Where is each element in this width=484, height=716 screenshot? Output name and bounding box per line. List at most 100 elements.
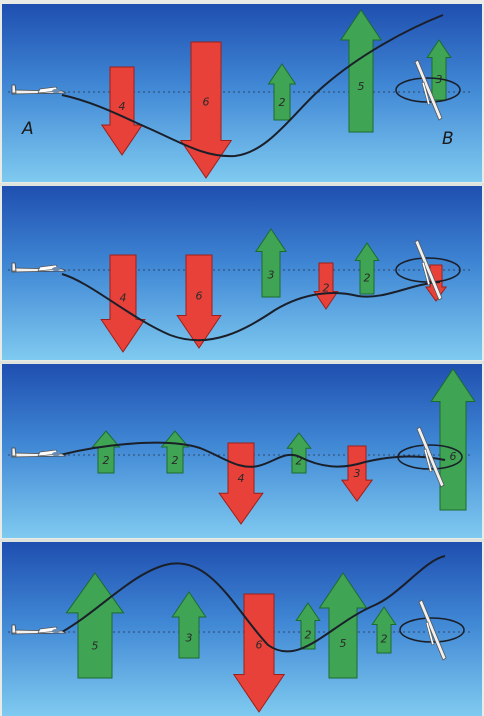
- arrow-strength-label: 4: [238, 472, 245, 485]
- sink-arrow: 6: [176, 254, 222, 349]
- circling-glider-body: [421, 261, 431, 286]
- arrow-strength-label: 6: [196, 289, 203, 302]
- lift-arrow: 6: [430, 368, 476, 511]
- lift-arrow: 3: [254, 228, 288, 298]
- lift-arrow-shape: [318, 572, 368, 679]
- glider-tail: [11, 447, 17, 457]
- arrow-strength-label: 5: [92, 639, 99, 652]
- sink-arrow-shape: [179, 41, 233, 179]
- lift-arrow-shape: [171, 591, 207, 659]
- circling-glider-wing: [416, 426, 445, 488]
- sink-arrow-shape: [218, 442, 264, 525]
- lift-arrow: 2: [267, 63, 297, 121]
- sink-arrow-shape: [100, 254, 146, 353]
- glider-icon: [11, 84, 67, 95]
- lift-arrow: 2: [91, 430, 121, 474]
- circling-glider-body: [425, 621, 435, 646]
- circling-glider-icon: [397, 426, 463, 488]
- lift-arrow-shape: [160, 430, 190, 474]
- sink-arrow: 6: [232, 593, 286, 713]
- arrow-strength-label: 3: [354, 467, 361, 480]
- sink-arrow: 4: [100, 66, 144, 156]
- lift-arrow-shape: [430, 368, 476, 511]
- sink-arrow-shape: [232, 593, 286, 713]
- arrow-strength-label: 6: [256, 638, 263, 651]
- circling-glider-icon: [395, 59, 461, 121]
- circling-glider-wing: [418, 599, 447, 661]
- circling-glider-body: [423, 448, 433, 473]
- glider-icon: [11, 447, 67, 458]
- circling-glider-icon: [399, 599, 465, 661]
- arrow-strength-label: 2: [381, 633, 388, 646]
- lift-arrow-shape: [286, 432, 312, 474]
- glider-canopy: [52, 629, 60, 633]
- lift-arrow-shape: [295, 602, 321, 650]
- lift-arrow: 5: [318, 572, 368, 679]
- arrow-strength-label: 4: [119, 100, 126, 113]
- arrow-strength-label: 2: [296, 455, 303, 468]
- arrow-strength-label: 2: [323, 281, 330, 294]
- circling-glider-wing: [414, 59, 443, 121]
- lift-arrow: 2: [371, 606, 397, 654]
- lift-arrow-shape: [91, 430, 121, 474]
- glider-canopy: [52, 267, 60, 271]
- glide-path: [61, 273, 441, 342]
- arrow-strength-label: 2: [279, 96, 286, 109]
- arrow-strength-label: 2: [172, 454, 179, 467]
- panel-2: 4 6 3 2 2: [2, 186, 482, 360]
- glider-tail: [11, 624, 17, 634]
- sink-arrow: 4: [218, 442, 264, 525]
- panel-divider: [0, 183, 484, 186]
- lift-arrow: 2: [295, 602, 321, 650]
- lift-arrow: 3: [171, 591, 207, 659]
- lift-arrow-shape: [371, 606, 397, 654]
- circling-glider-body: [421, 81, 431, 106]
- lift-arrow-shape: [339, 9, 383, 133]
- glide-path: [59, 441, 446, 468]
- sink-arrow-shape: [340, 445, 374, 502]
- sink-arrow-shape: [176, 254, 222, 349]
- lift-arrow: 5: [339, 9, 383, 133]
- arrow-strength-label: 6: [450, 450, 457, 463]
- glider-canopy: [52, 452, 60, 456]
- arrow-strength-label: 3: [268, 268, 275, 281]
- circling-glider-icon: [395, 239, 461, 301]
- sink-arrow: 4: [100, 254, 146, 353]
- arrow-strength-label: 2: [103, 454, 110, 467]
- arrow-strength-label: 2: [305, 629, 312, 642]
- lift-arrow-shape: [254, 228, 288, 298]
- lift-arrow: 2: [160, 430, 190, 474]
- lift-arrow: 2: [354, 242, 380, 295]
- glide-path: [61, 555, 446, 653]
- sink-arrow: 2: [313, 262, 339, 310]
- glider-icon: [11, 624, 67, 635]
- lift-arrow-shape: [267, 63, 297, 121]
- circling-glider-wing: [414, 239, 443, 301]
- glider-tail: [11, 262, 17, 272]
- lift-arrow-shape: [426, 39, 452, 101]
- point-b-label: B: [442, 129, 454, 149]
- panel-4: 5 3 6 2 5 2: [2, 542, 482, 716]
- sink-arrow: 6: [179, 41, 233, 179]
- panel-divider: [0, 361, 484, 364]
- panel-divider: [0, 539, 484, 542]
- arrow-strength-label: 3: [186, 632, 193, 645]
- sink-arrow: 3: [340, 445, 374, 502]
- arrow-strength-label: 5: [340, 637, 347, 650]
- sink-arrow-shape: [100, 66, 144, 156]
- sink-arrow-shape: [313, 262, 339, 310]
- glider-canopy: [52, 89, 60, 93]
- point-a-label: A: [21, 119, 34, 139]
- glide-path: [61, 14, 444, 158]
- lift-arrow-shape: [354, 242, 380, 295]
- arrow-strength-label: 5: [358, 80, 365, 93]
- arrow-strength-label: 4: [120, 291, 127, 304]
- sky-background: [2, 542, 482, 716]
- sky-background: [2, 186, 482, 360]
- arrow-strength-label: 6: [203, 95, 210, 108]
- lift-arrow: 2: [286, 432, 312, 474]
- glider-icon: [11, 262, 67, 273]
